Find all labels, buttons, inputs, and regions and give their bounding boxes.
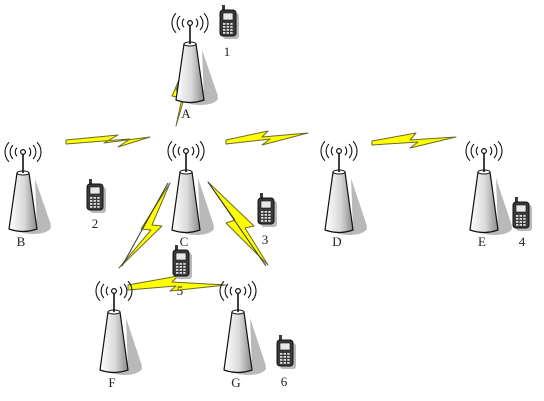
phone-1: 1 [219,5,239,59]
phone-4: 4 [512,197,532,249]
link-c-d-bolt-icon [225,130,309,146]
link-c-g-bolt-icon [207,181,269,266]
radio-tower-icon [167,140,205,234]
radio-tower-icon [320,140,358,234]
mobile-phone-icon [512,197,532,231]
radio-tower-icon [465,140,503,234]
tower-f-shadow-side [126,318,142,370]
phone-3: 3 [257,193,277,247]
mobile-phone-icon [86,179,106,213]
link-a-c-bolt-icon [171,49,193,127]
tower-d-label: D [332,234,341,249]
connector-c-g [207,181,267,267]
link-d-e-bolt-icon [371,132,457,149]
tower-g-label: G [231,375,240,390]
radio-tower-icon [219,280,257,374]
tower-e-shadow-side [496,178,512,230]
tower-b-label: B [17,234,26,249]
mobile-phone-icon [172,245,192,279]
phone-4-label: 4 [519,234,526,249]
tower-a-shadow-side [202,50,218,100]
tower-d-shadow-side [351,178,367,230]
phone-1-label: 1 [224,44,231,59]
radio-tower-icon [171,12,209,104]
tower-e: E [465,140,512,249]
tower-b-shadow-side [35,179,51,229]
tower-a: A [171,12,218,121]
tower-b: B [4,141,51,249]
tower-g: G [219,280,266,390]
tower-f: F [95,280,142,390]
phones-layer: 1 2 3 4 5 6 [86,5,532,389]
phone-3-label: 3 [262,232,269,247]
tower-c-shadow-side [198,178,214,230]
phone-2-label: 2 [92,216,99,231]
towers-layer: A B C D E F G [4,12,512,390]
connector-c-f [121,182,169,267]
tower-f-label: F [108,375,115,390]
mobile-phone-icon [257,193,277,227]
phone-5-label: 5 [177,283,184,298]
phone-6: 6 [276,335,296,389]
tower-e-label: E [478,234,486,249]
phone-5: 5 [172,245,192,298]
tower-a-label: A [181,106,191,121]
link-b-c-bolt-icon [65,134,151,148]
phone-2: 2 [86,179,106,231]
tower-d: D [320,140,367,249]
mobile-phone-icon [219,5,239,39]
tower-c: C [167,140,214,249]
phone-6-label: 6 [281,374,288,389]
mobile-phone-icon [276,335,296,369]
tower-c-label: C [180,234,189,249]
radio-tower-icon [4,141,42,233]
links-layer [65,49,457,292]
tower-g-shadow-side [250,318,266,370]
radio-tower-icon [95,280,133,374]
